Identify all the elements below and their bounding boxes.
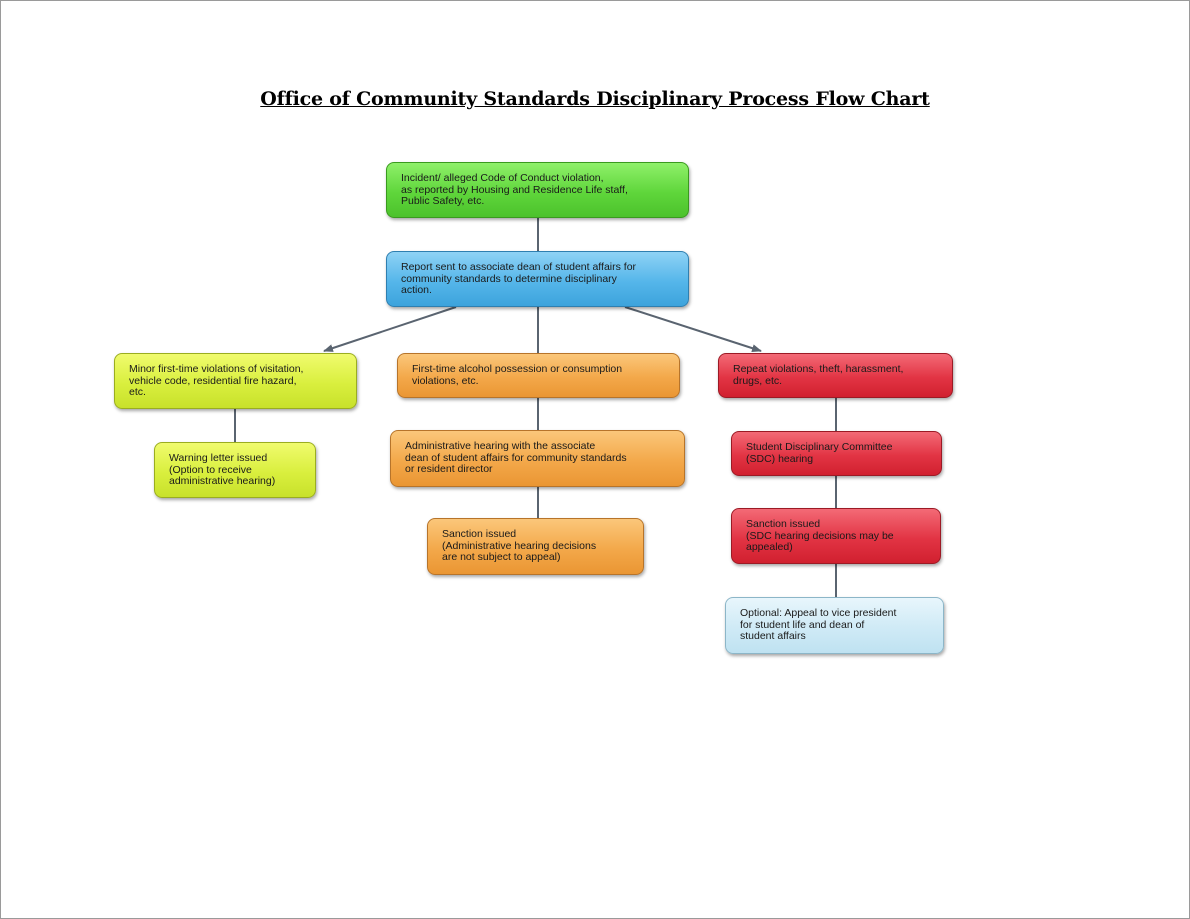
node-sdc-hearing: Student Disciplinary Committee (SDC) hea… [731, 431, 942, 476]
node-report: Report sent to associate dean of student… [386, 251, 689, 307]
node-administrative-hearing: Administrative hearing with the associat… [390, 430, 685, 487]
node-sdc-sanction: Sanction issued (SDC hearing decisions m… [731, 508, 941, 564]
connector-report-minor [323, 306, 457, 352]
node-alcohol-violations: First-time alcohol possession or consump… [397, 353, 680, 398]
node-minor-violations: Minor first-time violations of visitatio… [114, 353, 357, 409]
node-warning-letter: Warning letter issued (Option to receive… [154, 442, 316, 498]
page-title: Office of Community Standards Disciplina… [260, 88, 930, 110]
node-incident: Incident/ alleged Code of Conduct violat… [386, 162, 689, 218]
connector-report-repeat [624, 306, 762, 353]
node-admin-sanction: Sanction issued (Administrative hearing … [427, 518, 644, 575]
node-appeal: Optional: Appeal to vice president for s… [725, 597, 944, 654]
node-repeat-violations: Repeat violations, theft, harassment, dr… [718, 353, 953, 398]
